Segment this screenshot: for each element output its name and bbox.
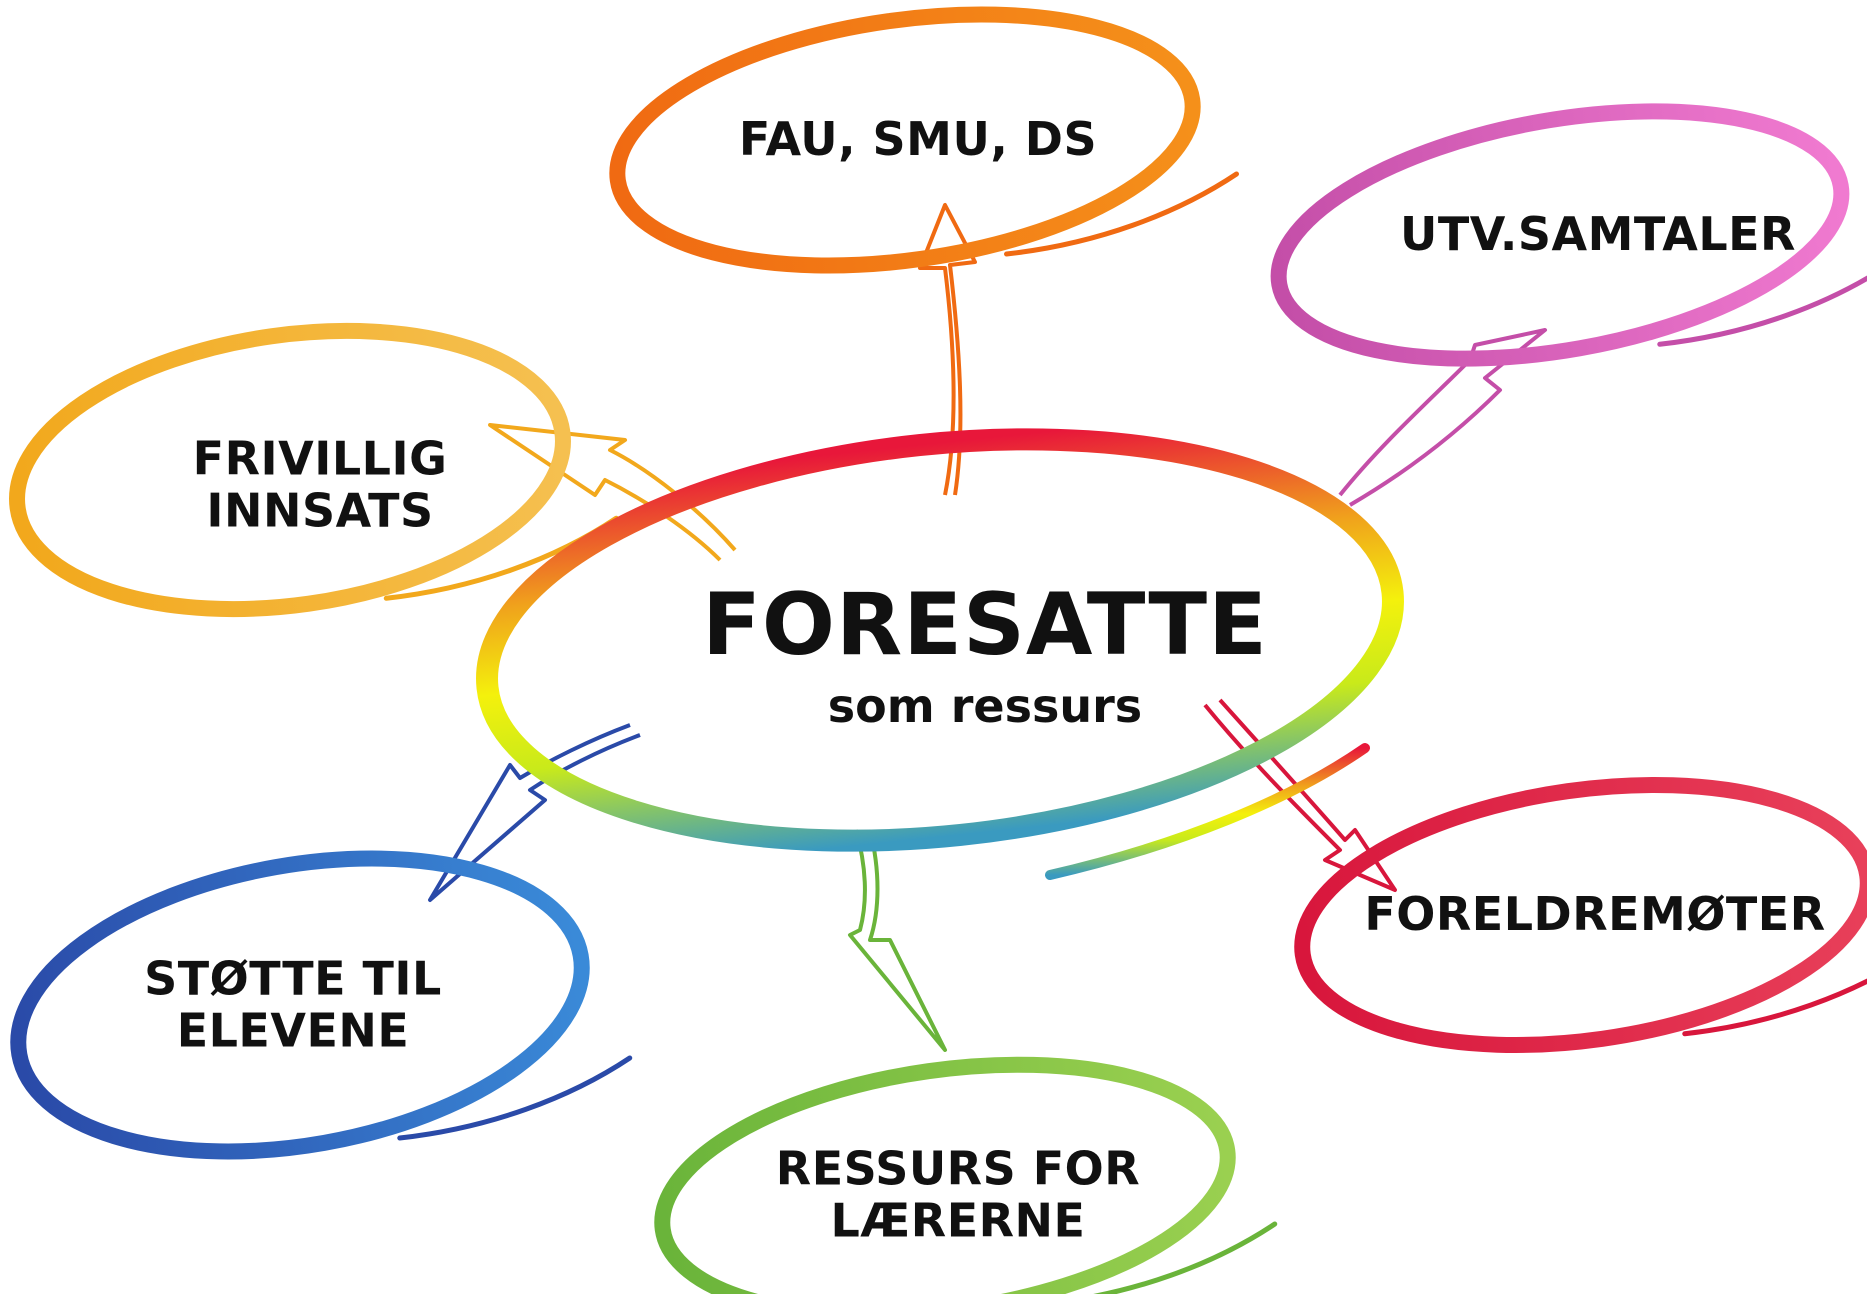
- node-ellipse-foreldre: [1294, 777, 1867, 1053]
- node-label-utv: UTV.SAMTALER: [1400, 209, 1796, 261]
- node-label-line: FORELDREMØTER: [1364, 887, 1826, 942]
- node-label-line: ELEVENE: [176, 1003, 410, 1057]
- center-ellipse: [476, 428, 1404, 880]
- center-title-block: FORESATTE som ressurs: [702, 577, 1268, 733]
- node-ellipse-utv: [1270, 103, 1867, 367]
- arrow-to-fau: [918, 203, 977, 496]
- arrow-to-ressurs: [848, 829, 947, 1052]
- node-label-foreldre: FORELDREMØTER: [1364, 889, 1825, 941]
- arrow-to-stotte: [428, 723, 641, 902]
- node-ellipse-stotte: [10, 850, 633, 1160]
- center-title: FORESATTE: [702, 575, 1268, 676]
- node-ellipse-ressurs: [654, 1056, 1278, 1294]
- node-label-fau: FAU, SMU, DS: [739, 114, 1097, 166]
- node-label-line: FAU, SMU, DS: [738, 112, 1098, 167]
- node-label-line: RESSURS FOR: [775, 1141, 1141, 1196]
- node-label-line: LÆRERNE: [830, 1193, 1086, 1247]
- node-label-line: STØTTE TIL: [144, 951, 442, 1006]
- node-ellipse-fau: [609, 6, 1239, 274]
- arrow-to-utv: [1338, 328, 1547, 507]
- center-subtitle: som ressurs: [827, 679, 1143, 734]
- node-label-line: INNSATS: [206, 483, 434, 537]
- node-label-line: UTV.SAMTALER: [1400, 207, 1796, 262]
- node-label-line: FRIVILLIG: [192, 431, 448, 486]
